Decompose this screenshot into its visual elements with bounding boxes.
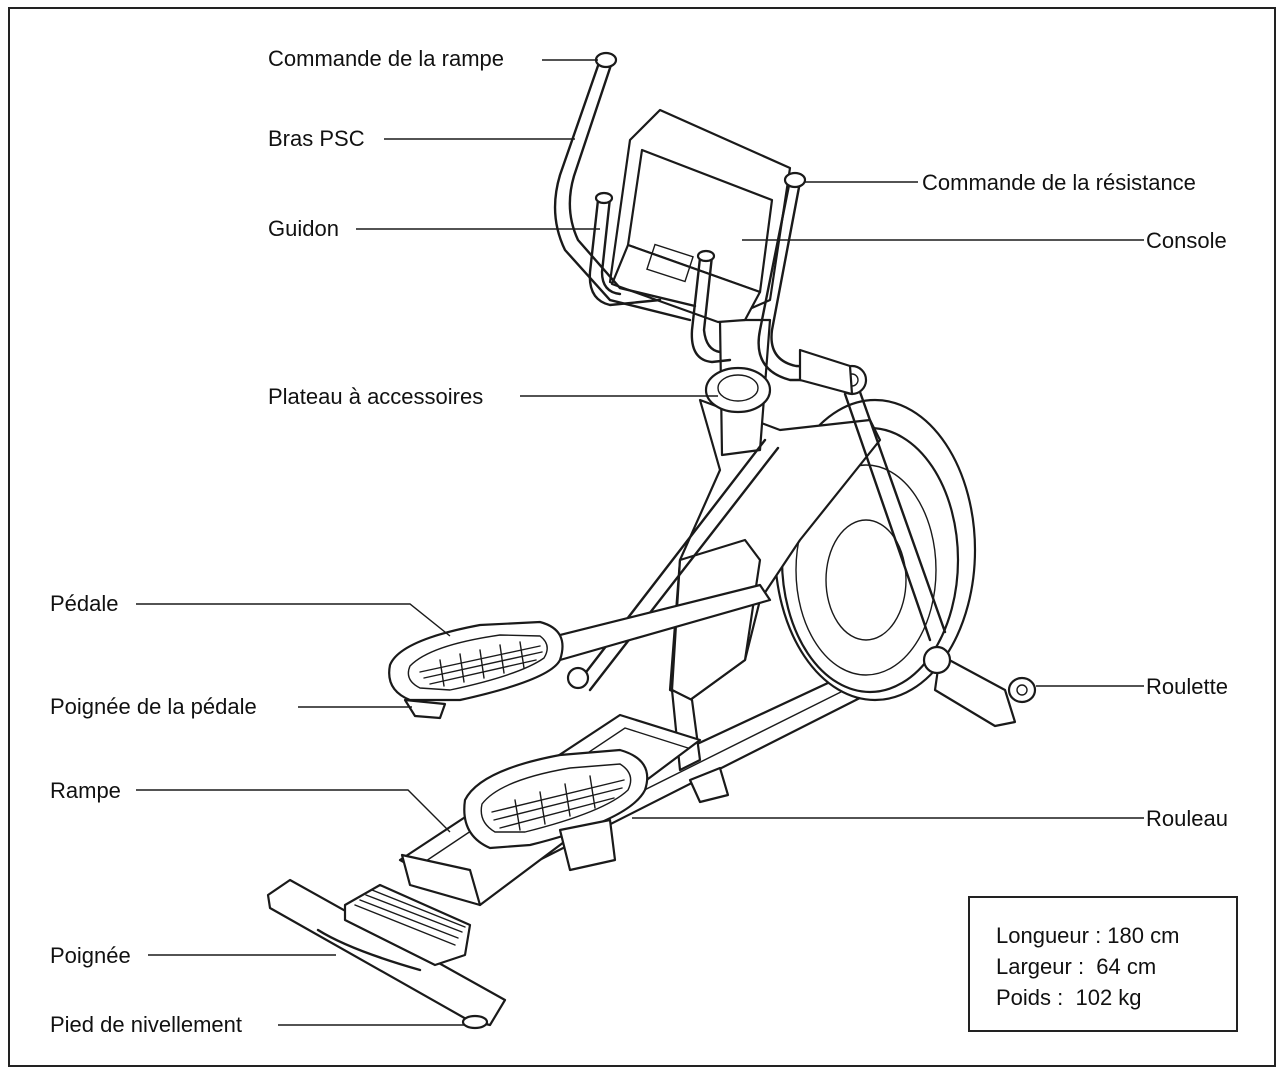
ramp-front-block [400,853,482,907]
label-rouleau: Rouleau [1146,806,1228,831]
left-pedal-handle [403,698,447,720]
left-pedal [388,620,564,702]
right-lower-arm [843,392,932,642]
guidon-right [690,256,732,364]
guidon-left [588,198,662,307]
leader-lines [136,59,1144,1026]
label-rampe: Rampe [50,778,121,803]
label-commande-rampe: Commande de la rampe [268,46,504,71]
label-commande-resistance: Commande de la résistance [922,170,1196,195]
label-console: Console [1146,228,1227,253]
right-pedal-grip [491,775,625,831]
label-roulette: Roulette [1146,674,1228,699]
bras-psc-left [553,58,692,322]
right-pedal [463,748,649,850]
incline-control [594,51,618,69]
label-bras-psc: Bras PSC [268,126,365,151]
label-plateau: Plateau à accessoires [268,384,483,409]
right-pedal-undercarriage [558,818,617,872]
left-pedal-grip [419,641,543,687]
diagram-frame [8,7,1276,1067]
front-stabilizer [266,878,507,1027]
front-ramp-plate [343,883,472,967]
resistance-control [783,171,807,189]
label-poignee-pedale: Poignée de la pédale [50,694,257,719]
poignee-handle [316,928,422,972]
label-pied: Pied de nivellement [50,1012,242,1037]
spec-longueur: Longueur : 180 cm [996,923,1180,948]
bras-psc-right [757,178,842,382]
leveling-foot [461,1014,489,1030]
leader-rampe [136,789,451,833]
elliptical-trainer-illustration [266,51,1037,1030]
label-poignee: Poignée [50,943,131,968]
label-pedale: Pédale [50,591,119,616]
spec-largeur: Largeur : 64 cm [996,954,1157,979]
spec-poids: Poids : 102 kg [996,985,1142,1010]
leader-pedale [136,603,451,637]
part-labels: Commande de la rampe Bras PSC Guidon Com… [50,46,1228,1037]
rear-stabilizer [933,653,1017,728]
spec-box: Longueur : 180 cm Largeur : 64 cm Poids … [968,896,1238,1032]
roulette-wheel [1007,676,1037,704]
accessory-tray [704,366,772,414]
label-guidon: Guidon [268,216,339,241]
